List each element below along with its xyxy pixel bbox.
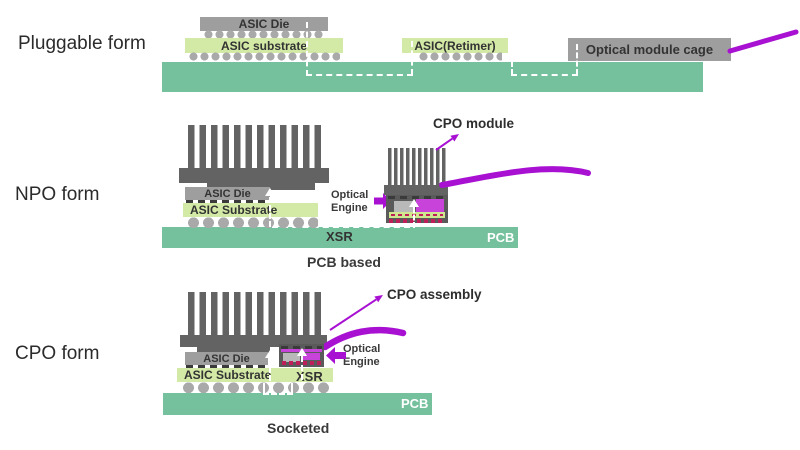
cpo-caption: Socketed	[267, 420, 330, 436]
signal-path-dash	[576, 44, 578, 75]
die-attach-dashes	[186, 200, 270, 203]
callout-arrow-icon	[329, 295, 383, 331]
retimer-chip: ASIC(Retimer)	[402, 38, 508, 53]
interposer-bumps	[391, 214, 443, 216]
cpo-assembly-callout: CPO assembly	[387, 287, 482, 302]
optical-module-cage: Optical module cage	[568, 38, 731, 61]
pluggable-form-label: Pluggable form	[18, 33, 146, 54]
heatsink-fins-icon	[188, 292, 321, 335]
signal-path-dash	[511, 74, 578, 76]
tim-dashes	[281, 346, 322, 349]
solder-bumps	[181, 382, 330, 393]
npo-xsr-label: XSR	[326, 229, 353, 244]
cpo-asic-die: ASIC Die	[185, 352, 268, 365]
module-solder-row	[389, 219, 445, 223]
socket-path-dash	[263, 393, 293, 395]
npo-asic-die: ASIC Die	[185, 187, 270, 200]
solder-bumps	[186, 217, 318, 228]
xsr-signal-dash	[272, 226, 410, 228]
socket-path-dash	[263, 383, 265, 394]
heatsink-base	[179, 168, 329, 183]
fiber-cable-icon	[439, 166, 591, 188]
pluggable-asic-substrate: ASIC substrate	[185, 38, 343, 53]
signal-path-dash	[269, 359, 271, 381]
heatsink-fins-icon	[188, 125, 321, 168]
fiber-cable-icon	[727, 29, 799, 54]
signal-path-dash	[306, 22, 308, 76]
npo-pcb-label: PCB	[487, 230, 515, 245]
signal-path-dash	[306, 74, 413, 76]
module-heatsink-base	[384, 185, 448, 195]
photonic-ic-block	[416, 199, 444, 212]
signal-path-dash	[511, 45, 513, 75]
up-arrow-icon	[265, 350, 275, 358]
tim-dashes	[388, 196, 446, 199]
npo-pcb	[162, 227, 518, 248]
up-arrow-icon	[297, 348, 307, 356]
module-ic-block	[394, 201, 414, 212]
signal-path-dash	[413, 207, 415, 228]
photonic-ic-block	[302, 353, 320, 360]
callout-arrow-icon	[435, 134, 459, 151]
die-attach-dashes	[186, 365, 268, 368]
signal-path-dash	[301, 356, 303, 380]
solder-bumps	[203, 30, 325, 39]
npo-optical-engine-label: Optical Engine	[331, 189, 369, 215]
solder-bumps	[418, 52, 502, 62]
npo-caption: PCB based	[307, 254, 381, 270]
signal-path-dash	[411, 41, 413, 75]
module-interposer	[389, 212, 445, 218]
module-ic-block	[283, 353, 300, 362]
pluggable-pcb	[162, 62, 703, 92]
cpo-optical-engine-label: Optical Engine	[343, 343, 381, 369]
cpo-pcb	[163, 393, 432, 415]
heatsink-pedestal	[207, 183, 315, 190]
npo-form-label: NPO form	[15, 184, 100, 205]
up-arrow-icon	[409, 199, 419, 207]
heatsink-pedestal	[197, 347, 270, 354]
pluggable-asic-die: ASIC Die	[200, 17, 328, 31]
up-arrow-icon	[265, 188, 275, 196]
module-heatsink-fins-icon	[388, 148, 446, 185]
cpo-module-callout: CPO module	[433, 116, 515, 131]
cpo-pcb-label: PCB	[401, 396, 429, 411]
npo-asic-substrate: ASIC Substrate	[183, 203, 318, 217]
socket-path-dash	[291, 383, 293, 394]
cpo-form-label: CPO form	[15, 343, 100, 364]
cpo-asic-substrate: ASIC Substrate	[177, 368, 333, 382]
fiber-cable-icon	[321, 326, 407, 351]
signal-path-dash	[269, 197, 271, 227]
arrow-left-icon	[326, 347, 346, 364]
solder-bumps	[188, 52, 340, 62]
